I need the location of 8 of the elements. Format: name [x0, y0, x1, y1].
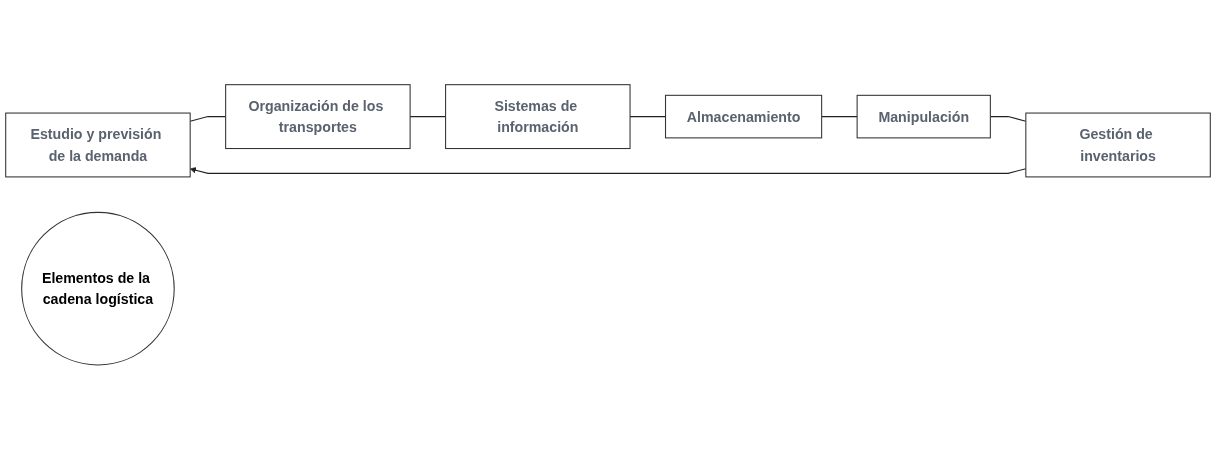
node-circle: Elementos de la cadena logística: [21, 212, 175, 366]
node-box: Estudio y previsión de la demanda: [5, 112, 191, 178]
node-box: Sistemas de información: [445, 84, 631, 150]
connector: [821, 116, 858, 118]
node-box: Organización de los transportes: [225, 84, 411, 150]
node-box: Gestión de inventarios: [1025, 112, 1211, 178]
node-box: Manipulación: [856, 95, 991, 139]
node-box: Almacenamiento: [665, 95, 823, 139]
